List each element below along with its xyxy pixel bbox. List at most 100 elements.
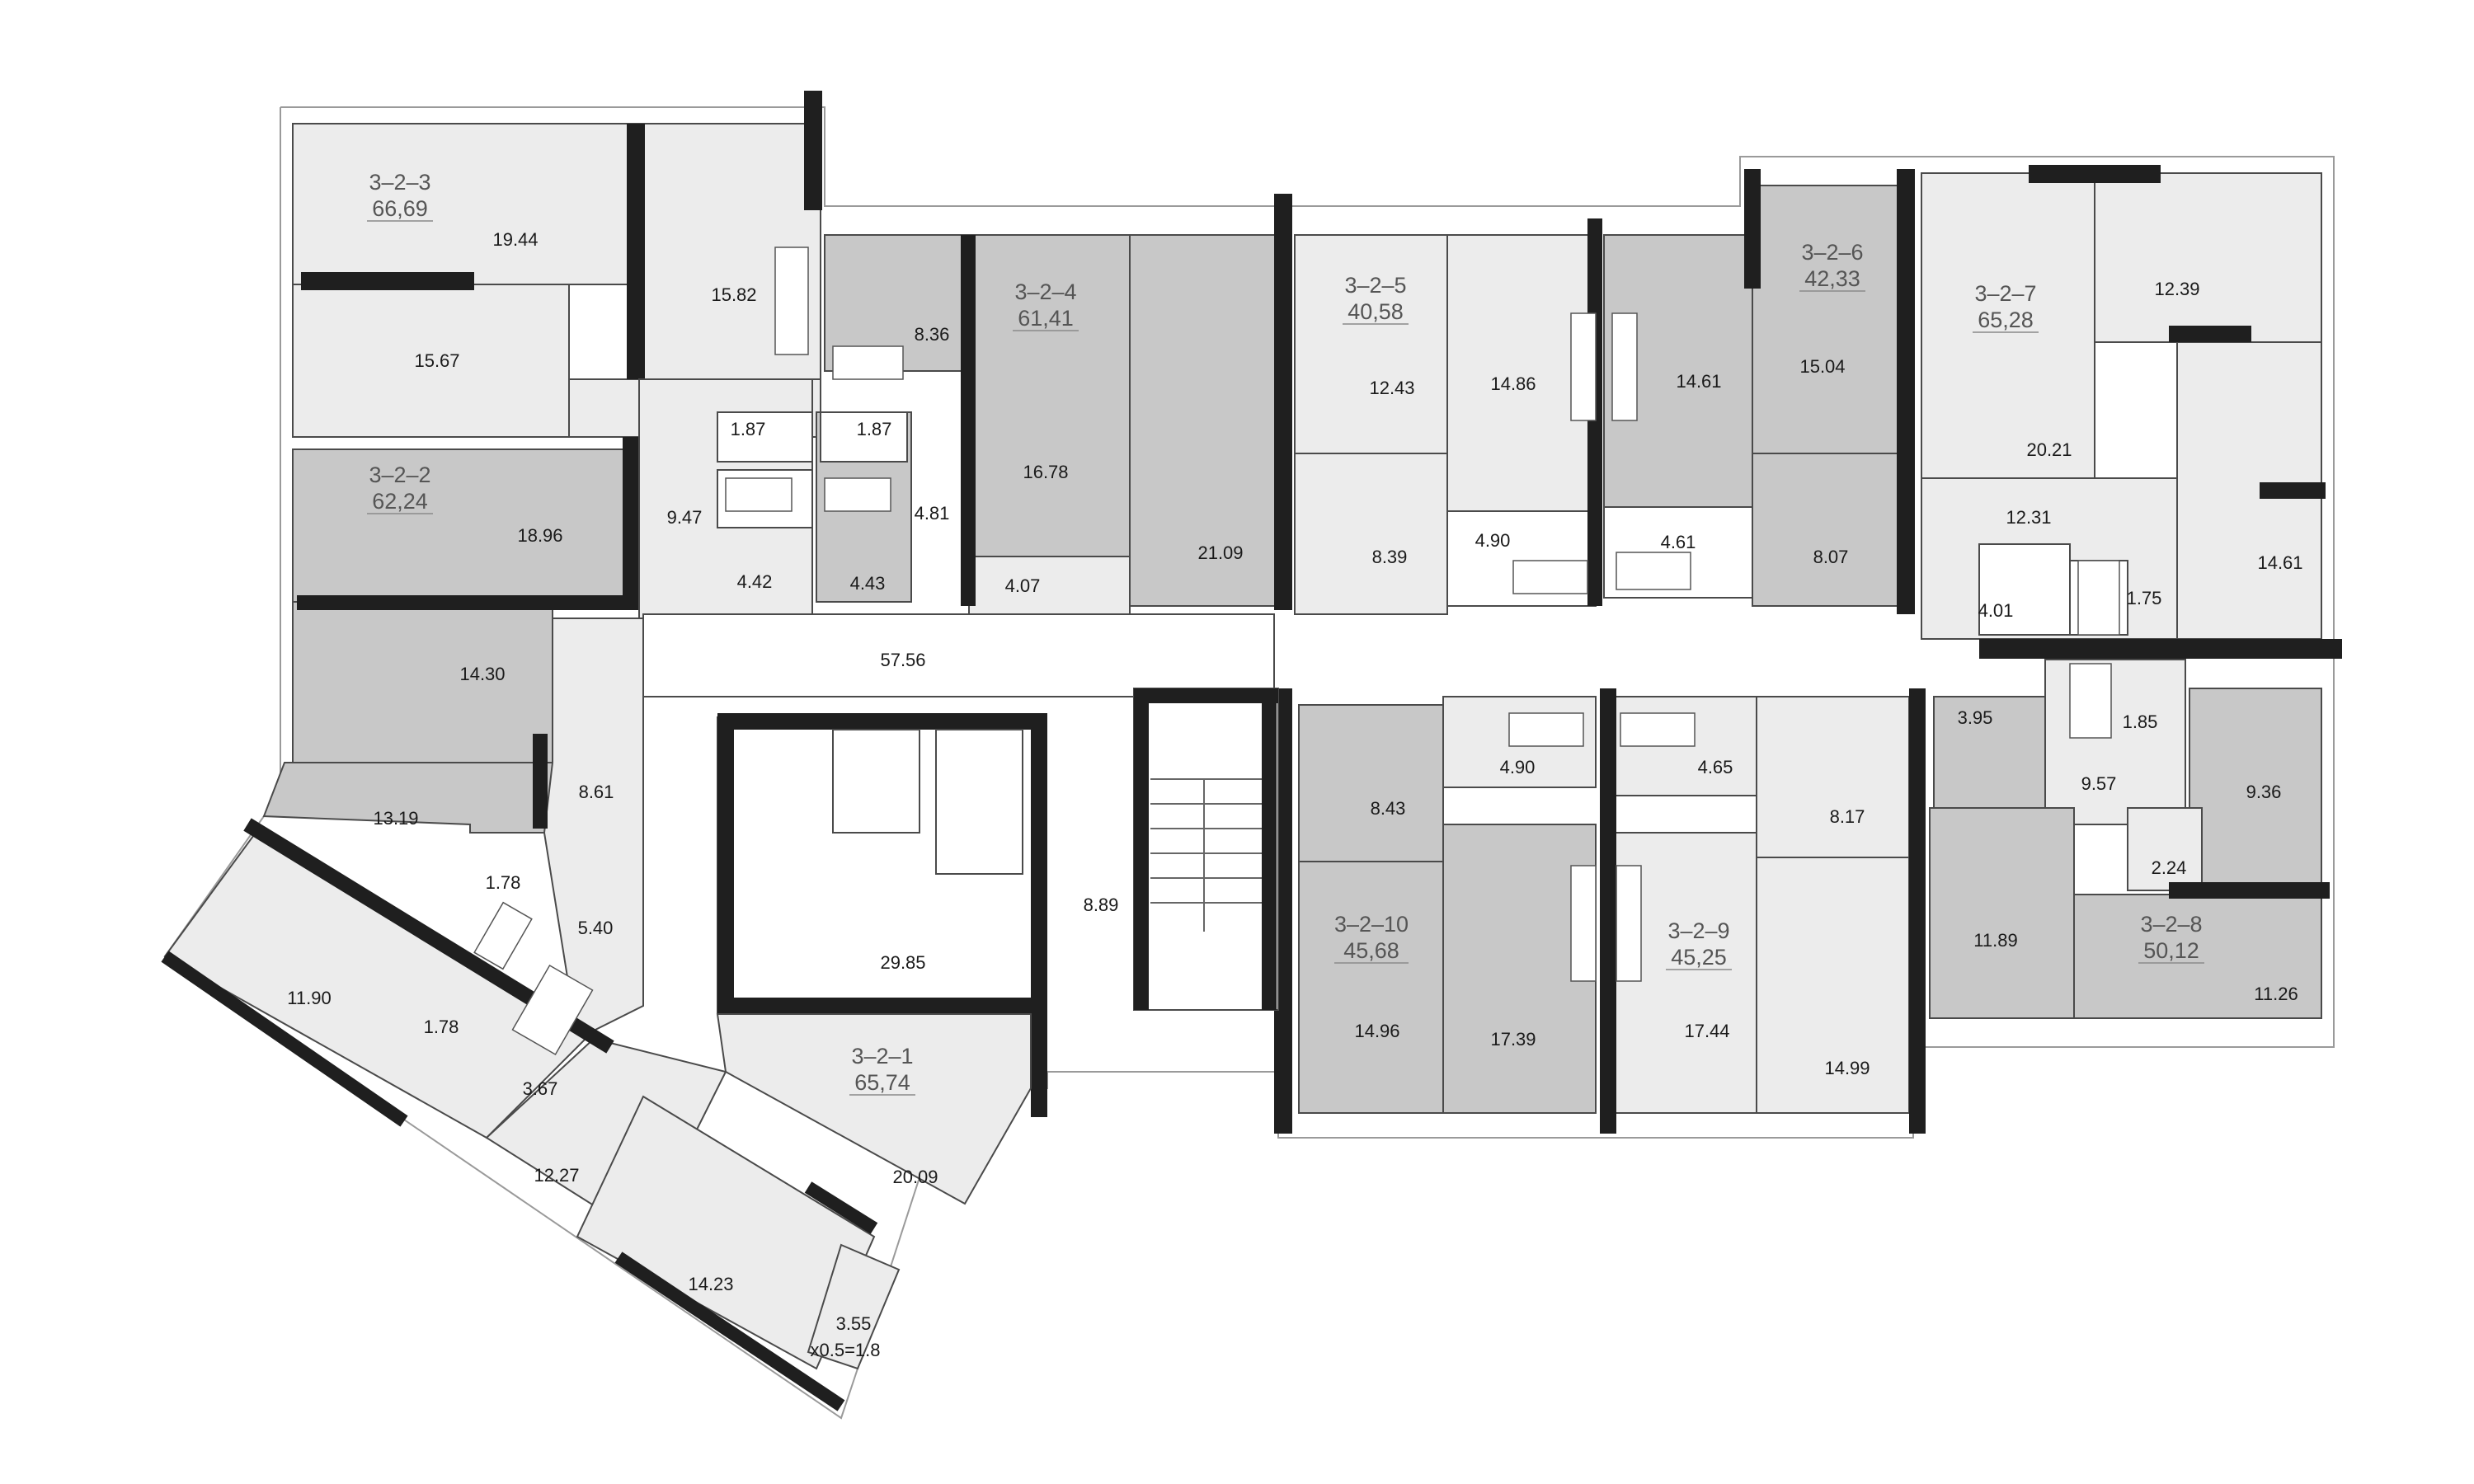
apartment-label-3-2-9: 3–2–9 45,25 <box>1666 918 1732 970</box>
svg-text:3–2–5: 3–2–5 <box>1344 273 1406 298</box>
room-wc <box>717 411 813 463</box>
area-label: 29.85 <box>880 952 925 973</box>
room-entry <box>968 556 1131 615</box>
room-area-labels: 19.44 15.67 15.82 18.96 14.30 9.47 4.42 … <box>287 229 2302 1360</box>
room-living <box>716 1013 1032 1205</box>
wall <box>717 713 734 1010</box>
area-label: 17.39 <box>1490 1029 1536 1050</box>
apartment-label-3-2-1: 3–2–1 65,74 <box>849 1044 915 1096</box>
wall <box>961 235 976 606</box>
svg-text:3–2–1: 3–2–1 <box>851 1044 913 1068</box>
area-label: 8.36 <box>915 324 950 345</box>
room-hall <box>1752 453 1906 607</box>
room-room <box>1929 807 2075 1019</box>
wall <box>1897 169 1915 614</box>
bathtub <box>473 901 533 970</box>
svg-text:45,68: 45,68 <box>1343 938 1399 963</box>
svg-text:3–2–10: 3–2–10 <box>1334 912 1409 937</box>
room-room <box>1921 172 2095 479</box>
wall <box>717 998 1031 1014</box>
kitchen-counter <box>774 247 809 355</box>
apartment-label-3-2-2: 3–2–2 62,24 <box>367 463 433 514</box>
area-label: 11.89 <box>1973 930 2017 951</box>
svg-text:62,24: 62,24 <box>372 489 428 514</box>
kitchen-counter <box>1570 865 1597 982</box>
svg-text:3–2–4: 3–2–4 <box>1014 279 1076 304</box>
room-bedroom <box>292 284 570 438</box>
room-room <box>2094 172 2322 343</box>
kitchen-counter <box>832 345 904 380</box>
area-label: 1.87 <box>731 419 766 439</box>
room-bedroom <box>968 234 1131 557</box>
wall <box>2029 165 2161 183</box>
area-label: 14.86 <box>1490 373 1536 394</box>
apartment-label-3-2-7: 3–2–7 65,28 <box>1973 281 2039 333</box>
area-label: 3.95 <box>1958 707 1993 728</box>
room-wc <box>2044 659 2186 825</box>
svg-text:66,69: 66,69 <box>372 196 428 221</box>
area-label: 20.09 <box>892 1167 938 1187</box>
area-label: 20.21 <box>2026 439 2072 460</box>
area-label: 4.07 <box>1005 575 1041 596</box>
apartment-3-2-5[interactable] <box>1294 218 1602 615</box>
area-label: 3.55 <box>836 1313 872 1334</box>
apartment-3-2-1[interactable] <box>161 618 1032 1411</box>
apartment-label-3-2-4: 3–2–4 61,41 <box>1013 279 1079 331</box>
apartment-label-3-2-6: 3–2–6 42,33 <box>1799 240 1865 292</box>
area-label: 13.19 <box>373 808 418 829</box>
room-bedroom <box>292 448 632 603</box>
apartment-3-2-10[interactable] <box>1274 688 1597 1134</box>
apartment-3-2-7[interactable] <box>1921 165 2342 659</box>
area-label: 11.90 <box>287 988 331 1008</box>
area-label: 12.31 <box>2006 507 2051 528</box>
area-label: 4.81 <box>915 503 950 524</box>
area-label: 4.42 <box>737 571 773 592</box>
apartment-3-2-9[interactable] <box>1600 688 1926 1134</box>
area-label: 12.43 <box>1369 378 1414 398</box>
shaft <box>935 729 1023 875</box>
fixtures <box>473 247 2120 1055</box>
area-label: x0.5=1.8 <box>810 1340 880 1360</box>
balcony <box>807 1243 901 1370</box>
staircase <box>1150 778 1262 932</box>
room-wc <box>820 411 908 463</box>
room-room <box>1298 861 1444 1114</box>
svg-text:3–2–3: 3–2–3 <box>369 170 430 195</box>
apartment-3-2-8[interactable] <box>1929 659 2330 1019</box>
area-label: 1.78 <box>424 1017 459 1037</box>
bathtub <box>1508 712 1584 747</box>
kitchen-counter <box>1616 865 1642 982</box>
wall <box>1031 713 1047 1117</box>
bathtub <box>824 477 891 512</box>
bathtub <box>725 477 793 512</box>
svg-text:42,33: 42,33 <box>1804 266 1860 291</box>
area-label: 14.23 <box>688 1274 733 1294</box>
room-bedroom <box>576 1095 876 1370</box>
bathtub <box>1620 712 1696 747</box>
area-label: 1.78 <box>486 872 521 893</box>
area-label: 14.30 <box>459 664 505 684</box>
room-hall <box>1294 453 1448 615</box>
apartment-label-3-2-8: 3–2–8 50,12 <box>2138 912 2204 964</box>
apartment-3-2-4[interactable] <box>816 194 1292 615</box>
room-room <box>1756 857 1910 1114</box>
room-store <box>2127 807 2203 891</box>
room-room <box>1442 824 1597 1114</box>
svg-text:3–2–9: 3–2–9 <box>1667 918 1729 943</box>
area-label: 8.07 <box>1813 547 1849 567</box>
bathtub <box>2069 663 2112 739</box>
area-label: 57.56 <box>880 650 925 670</box>
apartment-3-2-6[interactable] <box>1603 169 1915 614</box>
area-label: 2.24 <box>2152 857 2187 878</box>
area-label: 5.40 <box>578 918 614 938</box>
area-label: 8.61 <box>579 782 614 802</box>
wall <box>2169 326 2251 342</box>
area-label: 4.43 <box>850 573 886 594</box>
area-label: 11.26 <box>2254 984 2298 1004</box>
kitchen-counter <box>1570 312 1597 421</box>
wall <box>623 437 641 610</box>
area-label: 4.90 <box>1475 530 1511 551</box>
area-label: 4.65 <box>1698 757 1733 777</box>
svg-text:40,58: 40,58 <box>1348 299 1404 324</box>
